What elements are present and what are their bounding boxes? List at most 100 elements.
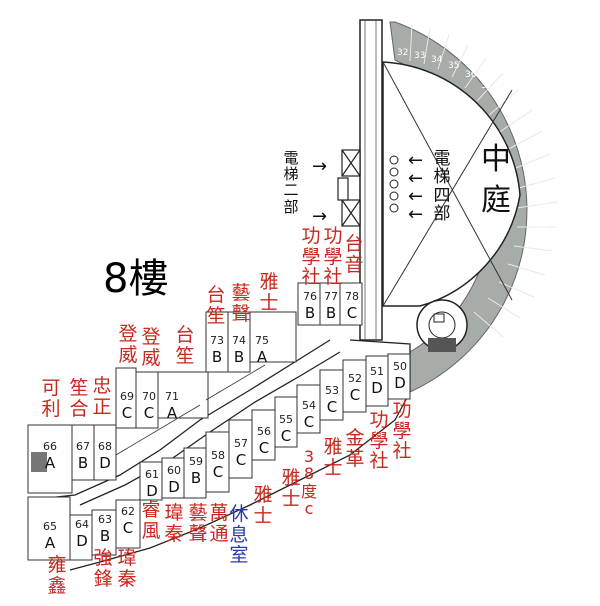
room-number: 52: [348, 372, 362, 385]
room-cells: [27, 282, 411, 561]
room-grade: B: [211, 348, 223, 366]
tenant-taisheng-73: 台 笙: [206, 284, 226, 327]
arc-room-number: 45: [535, 221, 547, 231]
room-number: 62: [121, 505, 135, 518]
arc-room-number: 44: [536, 201, 548, 211]
tenant-weiqin-62: 瑋 秦: [117, 547, 137, 590]
courtyard-label: 中 庭: [481, 142, 511, 218]
arc-room-number: 32: [397, 48, 409, 58]
tenant-jinge: 金 革: [345, 427, 365, 470]
room-number: 74: [232, 334, 246, 347]
room-grade: C: [349, 386, 361, 404]
room-66-fixture: [31, 452, 47, 472]
room-grade: D: [168, 478, 180, 496]
room-number: 68: [98, 440, 112, 453]
room-number: 60: [167, 464, 181, 477]
arrow-right-icon: ←: [408, 186, 424, 207]
room-grade: D: [76, 532, 88, 550]
arrow-right-icon: ←: [408, 150, 424, 171]
core-column: [359, 19, 383, 341]
courtyard-outline: [382, 61, 521, 307]
room-number: 61: [145, 468, 159, 481]
arc-room-number: 39: [508, 109, 520, 119]
room-number: 78: [345, 290, 359, 303]
arc-room-number: 48: [514, 279, 526, 289]
room-grade: C: [212, 463, 224, 481]
room-number: 77: [324, 290, 338, 303]
room-grade: C: [326, 398, 338, 416]
tenant-dengwei-69: 登 威: [118, 323, 138, 366]
tenant-38du: 3 8 度 c: [300, 447, 317, 518]
room-grade: C: [280, 427, 292, 445]
elevator-4-markers: [389, 155, 399, 213]
arc-room-number: 36: [465, 70, 477, 80]
room-number: 70: [142, 390, 156, 403]
arc-room-number: 34: [431, 55, 443, 65]
tenant-keli: 可 利: [41, 377, 61, 420]
arc-room-number: 41: [527, 144, 539, 154]
floor-title: 8樓: [103, 256, 169, 302]
room-number: 73: [210, 334, 224, 347]
room-grade: C: [121, 404, 133, 422]
room-grade: C: [346, 304, 358, 322]
elevator-2-label: 電 梯 二 部: [283, 149, 299, 216]
room-number: 53: [325, 384, 339, 397]
room-grade: B: [99, 527, 111, 545]
tenant-gongxueshe-52: 功 學 社: [369, 409, 389, 473]
arc-dividers: [409, 23, 558, 338]
room-grade: B: [233, 348, 245, 366]
courtyard-cross: [382, 61, 513, 307]
tenant-yashi-top: 雅 士: [259, 271, 279, 314]
tenant-yashi-54: 雅 士: [323, 436, 343, 479]
tenant-yashi-57: 雅 士: [253, 484, 273, 527]
room-grade: C: [303, 413, 315, 431]
elevator-4-label: 電 梯 四 部: [433, 149, 451, 225]
room-number: 63: [98, 513, 112, 526]
room-number: 71: [165, 390, 179, 403]
room-number: 55: [279, 413, 293, 426]
arc-room-number: 38: [495, 94, 507, 104]
room-number: 57: [234, 437, 248, 450]
room-number: 75: [255, 334, 269, 347]
arc-room-number: 42: [532, 163, 544, 173]
room-grade: C: [143, 404, 155, 422]
room-grade: B: [304, 304, 316, 322]
elevator-2-boxes: [337, 149, 361, 227]
arrow-left-icon: →: [312, 206, 328, 227]
room-grade: A: [44, 454, 56, 472]
arc-room-number: 40: [518, 126, 530, 136]
room-number: 58: [211, 449, 225, 462]
arc-room-number: 37: [481, 81, 493, 91]
room-grade: B: [77, 454, 89, 472]
room-grade: D: [394, 374, 406, 392]
room-number: 56: [257, 425, 271, 438]
room-grade: A: [166, 404, 178, 422]
room-grade: D: [99, 454, 111, 472]
arc-room-number: 35: [448, 61, 460, 71]
tenant-zhongzheng: 忠 正: [92, 375, 112, 418]
room-grade: A: [256, 348, 268, 366]
tenant-wantong: 萬 通: [209, 502, 229, 545]
arrow-left-icon: →: [312, 156, 328, 177]
room-number: 69: [120, 390, 134, 403]
room-grade: D: [146, 482, 158, 500]
room-grade: C: [258, 439, 270, 457]
stair-steps: [428, 338, 456, 352]
tenant-qiangfeng: 強 鋒: [93, 547, 113, 590]
room-grade: B: [190, 469, 202, 487]
tenant-taiyin: 台 音: [344, 233, 364, 276]
tenant-yashi-56: 雅 士: [281, 467, 301, 510]
tenant-shenghe: 笙 合: [69, 377, 89, 420]
room-number: 50: [393, 360, 407, 373]
arc-room-number: 33: [414, 51, 426, 61]
room-number: 76: [303, 290, 317, 303]
room-number: 59: [189, 455, 203, 468]
tenant-gongxueshe-50: 功 學 社: [392, 399, 412, 463]
tenant-taisheng-71: 台 笙: [175, 324, 195, 367]
tenant-yisheng-74: 藝 聲: [231, 282, 251, 325]
tenant-ruifeng: 睿 風: [141, 499, 161, 542]
room-grade: D: [371, 379, 383, 397]
arc-room-number: 47: [524, 260, 536, 270]
arrow-right-icon: ←: [408, 204, 424, 225]
